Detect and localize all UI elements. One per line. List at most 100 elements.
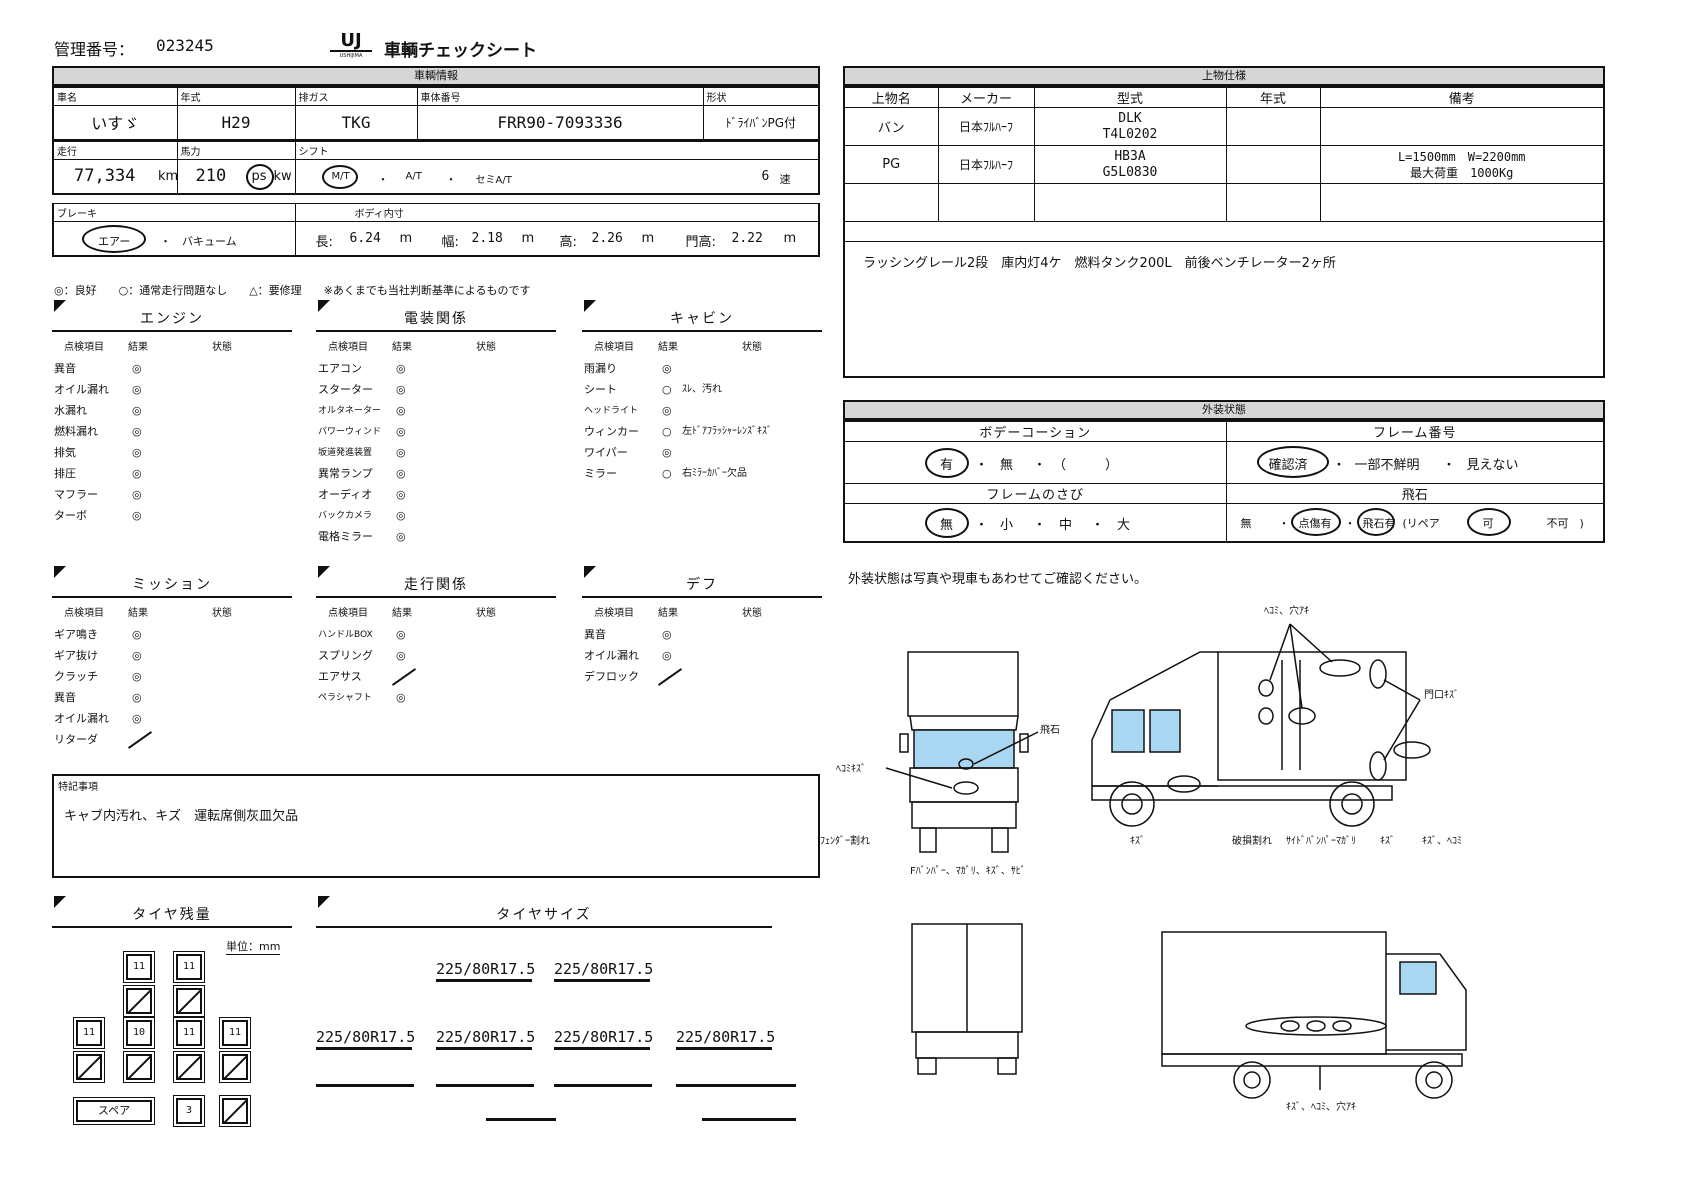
upper-spec-header: 上物仕様 bbox=[843, 66, 1605, 86]
header-state: 状態 bbox=[476, 608, 496, 619]
inspection-row: ヘッドライト◎ bbox=[582, 401, 822, 421]
header-state: 状態 bbox=[742, 608, 762, 619]
company-logo: UJ USHIJIMA bbox=[330, 32, 372, 60]
inspection-result: ◎ bbox=[396, 383, 406, 396]
inspection-item: ワイパー bbox=[584, 446, 628, 459]
inspection-result: ◎ bbox=[132, 404, 142, 417]
inspection-result: ◎ bbox=[662, 649, 672, 662]
inspection-item: ミラー bbox=[584, 467, 617, 480]
diagram-stone-chip: 飛石 bbox=[1040, 724, 1060, 736]
inspection-row: ハンドルBOX◎ bbox=[316, 625, 556, 645]
inspection-item: 異常ランプ bbox=[318, 467, 373, 480]
tire-slash bbox=[73, 1051, 105, 1083]
inspection-item: パワーウィンド bbox=[318, 427, 382, 437]
inspection-result: ◎ bbox=[132, 488, 142, 501]
inspection-row: エアコン◎ bbox=[316, 359, 556, 379]
inspection-result: ◎ bbox=[132, 467, 142, 480]
inspection-row: マフラー◎ bbox=[52, 485, 292, 505]
frame-no-label: フレーム番号 bbox=[1225, 420, 1605, 442]
upper-row-maker: 日本ﾌﾙﾊｰﾌ bbox=[937, 107, 1035, 146]
hp-value: 210 bbox=[195, 166, 227, 186]
inspection-item: ハンドルBOX bbox=[318, 630, 373, 640]
vehicle-info-table: 車名 年式 排ガス 車体番号 形状 いすゞ H29 TKG FRR90-7093… bbox=[52, 86, 820, 141]
inspection-row: 燃料漏れ◎ bbox=[52, 422, 292, 442]
tire-slash bbox=[173, 985, 205, 1017]
diagram-fbumper: Fﾊﾞﾝﾊﾟｰ、ﾏｶﾞﾘ、ｷｽﾞ、ｻﾋﾞ bbox=[910, 865, 1026, 877]
dot: ・ bbox=[975, 458, 989, 473]
speed-count: 6 bbox=[761, 169, 770, 184]
inspection-result: ◎ bbox=[132, 691, 142, 704]
inspection-result: ○ bbox=[662, 383, 672, 396]
inspection-result: ◎ bbox=[662, 446, 672, 459]
inspection-result: ◎ bbox=[396, 404, 406, 417]
inspection-result: ◎ bbox=[396, 530, 406, 543]
kw-unit: kw bbox=[273, 169, 292, 184]
truck-diagram: 飛石 ﾍｺﾐｷｽﾞ Fﾊﾞﾝﾊﾟｰ、ﾏｶﾞﾘ、ｷｽﾞ、ｻﾋﾞ ﾍｺﾐ、穴ｱｷ 門… bbox=[820, 604, 1467, 1113]
section-title-drive: 走行関係 bbox=[316, 574, 556, 598]
km-unit: km bbox=[158, 169, 179, 184]
door-height-label: 門高: bbox=[685, 235, 716, 250]
inspection-item: 水漏れ bbox=[54, 404, 87, 417]
label-gas: 排ガス bbox=[294, 86, 418, 106]
tire-size-front-left: 225/80R17.5 bbox=[436, 958, 535, 982]
inspection-result: ◎ bbox=[662, 362, 672, 375]
shift-at: A/T bbox=[405, 171, 422, 182]
upper-row-year bbox=[1225, 107, 1321, 146]
header-result: 結果 bbox=[658, 342, 678, 353]
column-header: 点検項目結果状態 bbox=[582, 604, 822, 624]
inspection-item: ギア鳴き bbox=[54, 628, 98, 641]
upper-row-model: DLK bbox=[1118, 110, 1142, 126]
label-name: 車名 bbox=[52, 86, 178, 106]
dot: ・ bbox=[377, 173, 389, 186]
inspection-item: ギア抜け bbox=[54, 649, 98, 662]
management-number: 023245 bbox=[156, 36, 214, 55]
inspection-result: ◎ bbox=[132, 425, 142, 438]
tire-size-rear-3: 225/80R17.5 bbox=[554, 1026, 653, 1050]
inspection-row: ギア鳴き◎ bbox=[52, 625, 292, 645]
dot: ・ bbox=[1033, 518, 1047, 533]
upper-row-model-no: T4L0202 bbox=[1102, 126, 1158, 142]
page-title: 車輌チェックシート bbox=[384, 41, 537, 61]
rust-small: 小 bbox=[1000, 518, 1014, 533]
mileage-value: 77,334 bbox=[74, 166, 136, 186]
section-title-electric: 電装関係 bbox=[316, 308, 556, 332]
truck-front-view bbox=[899, 651, 1029, 853]
tire-slash bbox=[123, 985, 155, 1017]
inspection-row: 電格ミラー◎ bbox=[316, 527, 556, 547]
frame-confirmed-circle bbox=[1256, 446, 1329, 478]
repair-ok-circle bbox=[1466, 508, 1511, 536]
diagram-scratch: ｷｽﾞ bbox=[1130, 835, 1145, 847]
dot: ・ bbox=[445, 173, 457, 186]
column-header: 点検項目結果状態 bbox=[52, 604, 292, 624]
header-state: 状態 bbox=[212, 342, 232, 353]
length-value: 6.24 bbox=[349, 231, 381, 246]
inspection-row: クラッチ◎ bbox=[52, 667, 292, 687]
brake-air-circle bbox=[82, 225, 146, 253]
inspection-result: ○ bbox=[662, 467, 672, 480]
rust-none-circle bbox=[925, 508, 969, 538]
body-coat-label: ボデーコーション bbox=[843, 420, 1227, 442]
height-value: 2.26 bbox=[591, 231, 623, 246]
inspection-item: スプリング bbox=[318, 649, 373, 662]
exterior-note: 外装状態は写真や現車もあわせてご確認ください。 bbox=[848, 572, 1148, 587]
na-slash bbox=[657, 668, 683, 686]
section-title-diff: デフ bbox=[582, 574, 822, 598]
inspection-item: クラッチ bbox=[54, 670, 98, 683]
inspection-item: エアサス bbox=[318, 670, 362, 683]
diagram-dent-scratch: ﾍｺﾐｷｽﾞ bbox=[836, 763, 866, 775]
tire-rear-outer-left: 11 bbox=[73, 1017, 105, 1049]
inspection-result: ◎ bbox=[396, 488, 406, 501]
tire-blank-line bbox=[676, 1084, 796, 1087]
door-height-value: 2.22 bbox=[731, 231, 763, 246]
inspection-item: バックカメラ bbox=[318, 511, 373, 521]
upper-row-year bbox=[1225, 145, 1321, 184]
triangle-marker bbox=[54, 566, 66, 578]
tire-size-rear-2: 225/80R17.5 bbox=[436, 1026, 535, 1050]
inspection-row: オルタネーター◎ bbox=[316, 401, 556, 421]
tire-front-right: 11 bbox=[173, 951, 205, 983]
section-title-engine: エンジン bbox=[52, 308, 292, 332]
width-label: 幅: bbox=[441, 235, 459, 250]
inspection-result: ◎ bbox=[396, 509, 406, 522]
inspection-item: デフロック bbox=[584, 670, 639, 683]
tire-blank-line bbox=[436, 1084, 534, 1087]
